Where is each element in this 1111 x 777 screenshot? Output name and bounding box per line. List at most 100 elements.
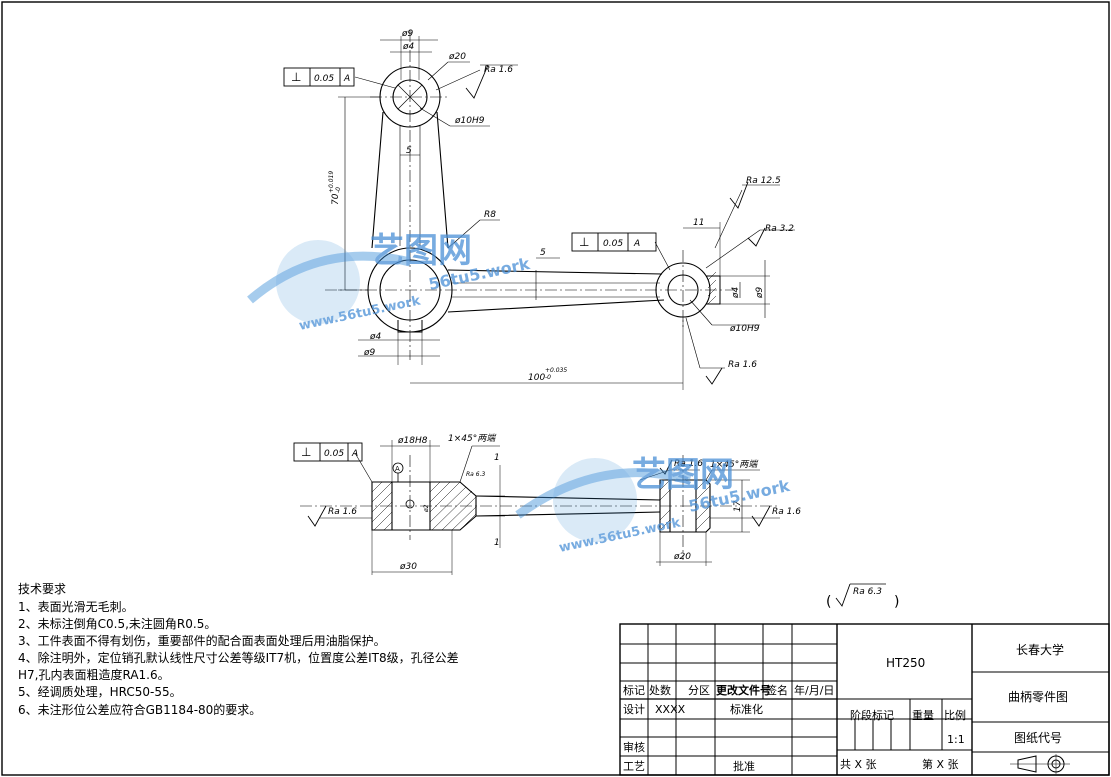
ra-section-left: Ra 1.6 — [328, 507, 357, 517]
dim-r8: R8 — [484, 210, 496, 220]
dim-5: 5 — [406, 146, 412, 156]
svg-text:(: ( — [826, 594, 831, 610]
tb-design: 设计 — [623, 703, 645, 716]
tb-designer: XXXX — [655, 703, 686, 716]
roughness-symbol-icon — [659, 459, 673, 475]
tb-zone: 分区 — [688, 684, 710, 697]
perpendicularity-icon: ⊥ — [579, 235, 589, 249]
dim-phi4-bottom: ø4 — [369, 332, 382, 342]
ra-1-6-right: Ra 1.6 — [728, 360, 757, 370]
datum-ref: A — [343, 74, 350, 84]
roughness-symbols-front — [465, 64, 766, 385]
right-boss-outer — [655, 262, 711, 318]
watermark-brand: 艺图网 — [370, 231, 472, 271]
dim-17: 17 — [733, 500, 743, 512]
dim-phi9: ø9 — [401, 29, 414, 39]
tb-process: 工艺 — [623, 760, 645, 773]
roughness-symbol-icon — [729, 181, 749, 209]
tb-stage-mark: 阶段标记 — [850, 708, 894, 722]
school-name: 长春大学 — [1016, 642, 1064, 657]
tech-req-item: 1、表面光滑无毛刺。 — [18, 600, 134, 614]
dim-100: 100 — [528, 373, 545, 383]
dim-phi20-section: ø20 — [673, 552, 691, 562]
top-boss-hole — [392, 79, 428, 115]
right-boss-hole — [667, 274, 699, 306]
dim-phi18h8: ø18H8 — [397, 436, 428, 446]
left-boss-hole — [379, 259, 441, 321]
tb-scale-value: 1:1 — [947, 733, 965, 746]
roughness-symbol-icon — [751, 505, 771, 527]
roughness-symbols-section — [307, 459, 851, 607]
tech-req-item: 4、除注明外，定位销孔默认线性尺寸公差等级IT7机，位置度公差IT8级，孔径公差 — [18, 650, 459, 665]
arm-vertical — [371, 111, 449, 249]
section-arm — [475, 495, 661, 517]
dim-1a: 1 — [494, 453, 500, 463]
geo-tolerance-top: ⊥ 0.05 A — [283, 67, 355, 87]
technical-requirements: 技术要求 1、表面光滑无毛刺。 2、未标注倒角C0.5,未注圆角R0.5。 3、… — [18, 582, 459, 717]
dim-100-tol-upper: +0.035 — [545, 367, 567, 374]
svg-text:): ) — [894, 594, 899, 610]
tech-req-item: 2、未标注倒角C0.5,未注圆角R0.5。 — [18, 616, 216, 631]
tb-sign: 签名 — [766, 683, 788, 697]
tb-approve: 批准 — [733, 759, 755, 773]
roughness-symbol-icon — [747, 227, 766, 247]
tb-mark: 标记 — [623, 683, 645, 697]
dim-phi10h9: ø10H9 — [454, 116, 485, 126]
ra-section-right: Ra 1.6 — [772, 507, 801, 517]
datum-ref: A — [633, 239, 640, 249]
front-view — [325, 30, 795, 390]
general-roughness: ( Ra 6.3 ) — [826, 583, 899, 610]
tb-standard: 标准化 — [730, 702, 763, 716]
geo-tolerance-right: ⊥ 0.05 A — [571, 232, 657, 252]
tech-req-title: 技术要求 — [18, 582, 66, 596]
perpendicularity-icon: ⊥ — [291, 70, 301, 84]
roughness-symbol-icon — [465, 64, 489, 99]
chamfer-right: 1×45°两端 — [710, 459, 759, 470]
tb-review: 审核 — [623, 740, 645, 754]
title-block-text: HT250 长春大学 曲柄零件图 图纸代号 标记 处数 分区 更改文件号 签名 … — [623, 642, 1068, 773]
title-block — [619, 623, 1110, 776]
roughness-symbol-icon — [307, 505, 327, 527]
tech-req-item: 3、工件表面不得有划伤，重要部件的配合面表面处理后用油脂保护。 — [18, 633, 386, 648]
ra-3-2: Ra 3.2 — [765, 224, 794, 234]
tb-weight: 重量 — [912, 708, 934, 722]
dim-70: 70 — [331, 193, 341, 205]
tolerance-value: 0.05 — [324, 449, 344, 459]
tb-count: 处数 — [649, 684, 671, 697]
ra-section-mid: Ra 1.6 — [674, 459, 703, 469]
watermark-left: 艺图网 56tu5.work www.56tu5.work — [247, 231, 532, 334]
datum-a-label: A — [395, 465, 400, 473]
geo-tolerance-section: ⊥ 0.05 A — [293, 442, 363, 462]
dim-1b: 1 — [494, 538, 500, 548]
drawing-name: 曲柄零件图 — [1008, 690, 1068, 704]
ra-small: Ra 6.3 — [466, 471, 485, 478]
general-roughness-value: Ra 6.3 — [853, 587, 882, 597]
material: HT250 — [886, 656, 925, 670]
tb-scale: 比例 — [944, 708, 966, 722]
dim-70-tol-lower: -0 — [335, 187, 342, 193]
tb-date: 年/月/日 — [794, 683, 834, 697]
ra-top: Ra 1.6 — [484, 65, 513, 75]
tb-sheet-no: 第 X 张 — [922, 757, 959, 771]
dim-phi9-right: ø9 — [755, 286, 765, 299]
hatch-left — [371, 481, 477, 531]
ra-12-5: Ra 12.5 — [746, 176, 781, 186]
drawing-code: 图纸代号 — [1014, 731, 1062, 745]
datum-ref: A — [351, 449, 358, 459]
dim-70-tol-upper: +0.019 — [328, 171, 335, 193]
arm-horizontal — [447, 269, 665, 313]
tech-req-item: 6、未注形位公差应符合GB1184-80的要求。 — [18, 702, 261, 717]
dim-phi10h9-right: ø10H9 — [729, 324, 760, 334]
roughness-symbol-icon — [705, 367, 723, 385]
tech-req-item: H7,孔内表面粗造度RA1.6。 — [18, 667, 170, 682]
dim-phi9-bottom: ø9 — [363, 348, 376, 358]
dim-100-tol-lower: -0 — [545, 374, 551, 381]
tolerance-value: 0.05 — [314, 74, 334, 84]
dim-phi20: ø20 — [448, 52, 466, 62]
dim-5b: 5 — [540, 248, 546, 258]
dim-phi2: ø2 — [423, 504, 430, 513]
dim-phi30: ø30 — [399, 562, 417, 572]
section-view-dims: ø18H8 1×45°两端 1×45°两端 Ra 1.6 Ra 1.6 Ra 1… — [328, 433, 801, 572]
